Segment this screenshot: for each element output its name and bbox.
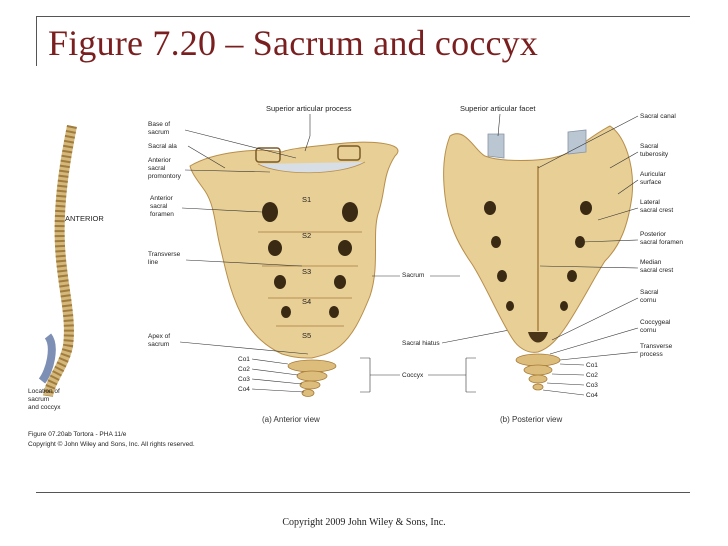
anterior-sacral-promontory-label-3: promontory xyxy=(148,173,182,180)
lateral-sacral-crest-label-2: sacral crest xyxy=(640,207,673,214)
coccygeal-cornu-label-2: cornu xyxy=(640,327,657,334)
auricular-surface-label-2: surface xyxy=(640,179,662,186)
anterior-co2-label: Co2 xyxy=(238,366,250,373)
segment-s1: S1 xyxy=(302,195,311,204)
location-label-line1: Location of xyxy=(28,388,60,395)
base-of-sacrum-label-2: sacrum xyxy=(148,129,169,136)
location-label-line2: sacrum xyxy=(28,396,49,403)
vertebral-column-illustration xyxy=(42,126,72,396)
anterior-sacral-foramen-label-2: sacral xyxy=(150,203,168,210)
sacral-cornu-label-1: Sacral xyxy=(640,289,659,296)
left-rule xyxy=(36,16,37,66)
apex-of-sacrum-label-2: sacrum xyxy=(148,341,169,348)
coccygeal-cornu-label-1: Coccygeal xyxy=(640,319,671,326)
median-sacral-crest-label-2: sacral crest xyxy=(640,267,673,274)
figure-credit-line2: Copyright © John Wiley and Sons, Inc. Al… xyxy=(28,440,195,448)
sacral-tuberosity-label-1: Sacral xyxy=(640,143,659,150)
sacrum-label: Sacrum xyxy=(402,272,424,279)
posterior-co2-label: Co2 xyxy=(586,372,598,379)
anterior-view-caption: (a) Anterior view xyxy=(262,415,320,424)
sacral-tuberosity-label-2: tuberosity xyxy=(640,151,669,158)
segment-s2: S2 xyxy=(302,231,311,240)
sacral-canal-label: Sacral canal xyxy=(640,113,676,120)
anterior-sacral-foramen-label-1: Anterior xyxy=(150,195,174,202)
posterior-sacrum-illustration xyxy=(444,126,633,390)
base-of-sacrum-label-1: Base of xyxy=(148,121,170,128)
anterior-co4-label: Co4 xyxy=(238,386,250,393)
posterior-sacral-foramen-label-1: Posterior xyxy=(640,231,667,238)
superior-articular-process-label: Superior articular process xyxy=(266,104,352,113)
copyright-footer: Copyright 2009 John Wiley & Sons, Inc. xyxy=(0,517,728,528)
anterior-orientation-label: ANTERIOR xyxy=(65,214,104,223)
sacral-ala-label: Sacral ala xyxy=(148,143,177,150)
posterior-co1-label: Co1 xyxy=(586,362,598,369)
posterior-sacral-foramen-label-2: sacral foramen xyxy=(640,239,683,246)
sacral-cornu-label-2: cornu xyxy=(640,297,657,304)
median-sacral-crest-label-1: Median xyxy=(640,259,662,266)
superior-articular-facet-label: Superior articular facet xyxy=(460,104,536,113)
anterior-sacral-promontory-label-2: sacral xyxy=(148,165,166,172)
segment-s5: S5 xyxy=(302,331,311,340)
posterior-view-caption: (b) Posterior view xyxy=(500,415,562,424)
coccyx-label: Coccyx xyxy=(402,372,424,379)
anterior-sacral-promontory-label-1: Anterior xyxy=(148,157,172,164)
anterior-sacral-foramen-label-3: foramen xyxy=(150,211,174,218)
sacrum-coccyx-figure: ANTERIOR Location of sacrum and coccyx S… xyxy=(20,96,700,466)
segment-s3: S3 xyxy=(302,267,311,276)
bottom-rule xyxy=(36,492,690,493)
posterior-co4-label: Co4 xyxy=(586,392,598,399)
transverse-line-label-1: Transverse xyxy=(148,251,181,258)
auricular-surface-label-1: Auricular xyxy=(640,171,666,178)
transverse-line-label-2: line xyxy=(148,259,159,266)
anterior-sacrum-illustration xyxy=(190,142,398,396)
figure-credit-line1: Figure 07.20ab Tortora - PHA 11/e xyxy=(28,431,127,438)
sacral-hiatus-label: Sacral hiatus xyxy=(402,340,440,347)
slide-title: Figure 7.20 – Sacrum and coccyx xyxy=(48,22,538,64)
posterior-co3-label: Co3 xyxy=(586,382,598,389)
top-rule xyxy=(36,16,690,17)
figure-illustration: ANTERIOR Location of sacrum and coccyx S… xyxy=(20,96,700,466)
apex-of-sacrum-label-1: Apex of xyxy=(148,333,170,340)
anterior-co3-label: Co3 xyxy=(238,376,250,383)
anterior-co1-label: Co1 xyxy=(238,356,250,363)
lateral-sacral-crest-label-1: Lateral xyxy=(640,199,660,206)
segment-s4: S4 xyxy=(302,297,311,306)
transverse-process-label-1: Transverse xyxy=(640,343,673,350)
location-label-line3: and coccyx xyxy=(28,404,61,411)
transverse-process-label-2: process xyxy=(640,351,664,358)
